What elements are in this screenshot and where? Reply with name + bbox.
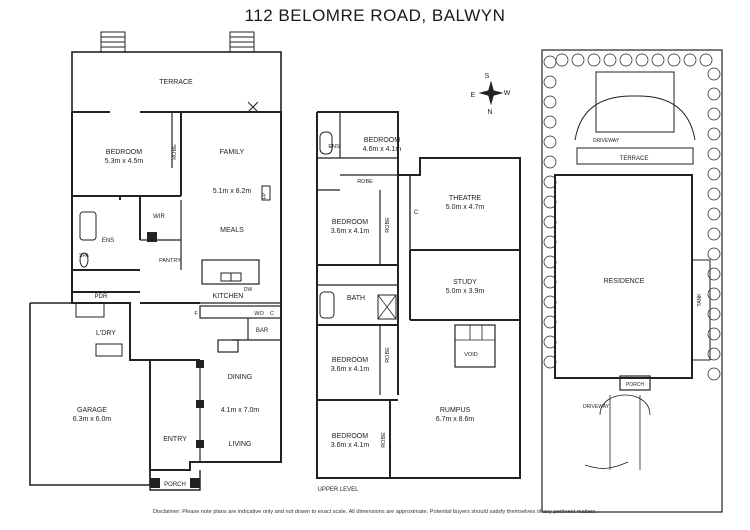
- label-void: VOID: [464, 352, 477, 358]
- label-upper-level: UPPER LEVEL: [317, 487, 359, 493]
- label-upper-bedroom-4-size: 3.6m x 4.1m: [331, 442, 370, 449]
- label-robe: ROBE: [172, 144, 178, 160]
- label-porch: PORCH: [164, 482, 186, 488]
- label-upper-bedroom-4: BEDROOM: [332, 433, 368, 440]
- label-residence: RESIDENCE: [604, 278, 645, 285]
- label-bath: BATH: [347, 295, 365, 302]
- label-theatre: THEATRE: [449, 195, 481, 202]
- label-ens: ENS: [102, 238, 114, 244]
- label-dw: DW: [244, 287, 253, 293]
- upper-level-plan: [316, 111, 521, 479]
- label-upper-bedroom-2: BEDROOM: [332, 219, 368, 226]
- label-family: FAMILY: [220, 149, 245, 156]
- label-terrace: TERRACE: [159, 79, 193, 86]
- label-site-porch: PORCH: [626, 382, 644, 388]
- label-garage: GARAGE: [77, 407, 107, 414]
- label-tank: TANK: [697, 293, 703, 307]
- label-site-terrace: TERRACE: [620, 156, 649, 162]
- disclaimer: Disclaimer: Please note plans are indica…: [153, 509, 597, 515]
- label-meals: MEALS: [220, 227, 244, 234]
- label-dining-size: 4.1m x 7.0m: [221, 407, 260, 414]
- label-study-size: 5.0m x 3.9m: [446, 288, 485, 295]
- label-upper-robe-4: ROBE: [381, 432, 387, 448]
- label-rumpus: RUMPUS: [440, 407, 471, 414]
- label-upper-bedroom-1-size: 4.6m x 4.1m: [363, 146, 402, 153]
- ground-floor-plan: [29, 31, 282, 491]
- label-upper-robe-1: ROBE: [357, 179, 373, 185]
- label-garage-size: 6.3m x 6.0m: [73, 416, 112, 423]
- label-upper-c: C: [414, 210, 419, 216]
- page-title: 112 BELOMRE ROAD, BALWYN: [244, 6, 506, 25]
- compass-icon: [478, 80, 504, 106]
- compass-label-s: S: [485, 73, 490, 80]
- label-living: LIVING: [229, 441, 252, 448]
- label-family-size: 5.1m x 8.2m: [213, 188, 252, 195]
- label-ldry: L'DRY: [96, 330, 116, 337]
- label-upper-bedroom-2-size: 3.6m x 4.1m: [331, 228, 370, 235]
- label-kitchen: KITCHEN: [213, 293, 244, 300]
- label-rumpus-size: 6.7m x 8.6m: [436, 416, 475, 423]
- label-pdr: PDR: [95, 294, 108, 300]
- label-fp: FP: [262, 192, 268, 199]
- label-bedroom: BEDROOM: [106, 149, 142, 156]
- label-theatre-size: 5.0m x 4.7m: [446, 204, 485, 211]
- label-c: C: [270, 311, 274, 317]
- label-driveway-top: DRIVEWAY: [593, 138, 620, 144]
- label-wir: WIR: [153, 214, 165, 220]
- label-study: STUDY: [453, 279, 477, 286]
- label-spa: SPA: [79, 253, 89, 259]
- site-plan: [541, 49, 723, 513]
- compass-label-w: W: [504, 90, 511, 97]
- label-upper-bedroom-1: BEDROOM: [364, 137, 400, 144]
- label-driveway-bottom: DRIVEWAY: [583, 404, 610, 410]
- label-bar: BAR: [256, 328, 269, 334]
- label-pantry: PANTRY: [159, 258, 181, 264]
- compass-label-n: N: [487, 109, 492, 116]
- compass-label-e: E: [471, 92, 476, 99]
- label-upper-robe-2: ROBE: [385, 217, 391, 233]
- label-upper-bedroom-3: BEDROOM: [332, 357, 368, 364]
- label-f: F: [194, 311, 198, 317]
- label-entry: ENTRY: [163, 436, 187, 443]
- label-upper-robe-3: ROBE: [385, 347, 391, 363]
- label-bedroom-size: 5.3m x 4.5m: [105, 158, 144, 165]
- label-wo: WO: [254, 311, 264, 317]
- label-upper-bedroom-3-size: 3.6m x 4.1m: [331, 366, 370, 373]
- label-dining: DINING: [228, 374, 253, 381]
- label-upper-ens: ENS: [328, 144, 340, 150]
